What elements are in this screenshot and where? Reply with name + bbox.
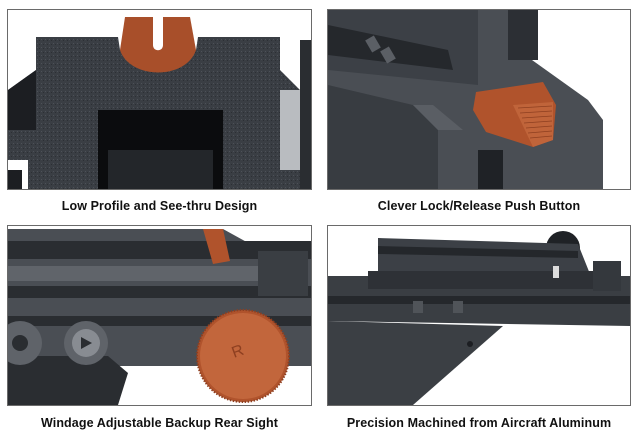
aluminum-mount-image <box>328 226 630 405</box>
feature-caption: Low Profile and See-thru Design <box>61 199 258 213</box>
push-button-image <box>328 10 630 189</box>
knob-r-marking: R <box>230 342 247 362</box>
feature-caption: Windage Adjustable Backup Rear Sight <box>40 416 279 430</box>
feature-caption: Clever Lock/Release Push Button <box>377 199 581 213</box>
product-image-low-profile <box>7 9 312 190</box>
product-image-windage: R <box>7 225 312 406</box>
product-image-aluminum <box>327 225 631 406</box>
windage-knob-image: R <box>8 226 311 405</box>
sight-front-view-image <box>8 10 311 189</box>
product-image-lock-release <box>327 9 631 190</box>
feature-caption: Precision Machined from Aircraft Aluminu… <box>346 416 612 430</box>
